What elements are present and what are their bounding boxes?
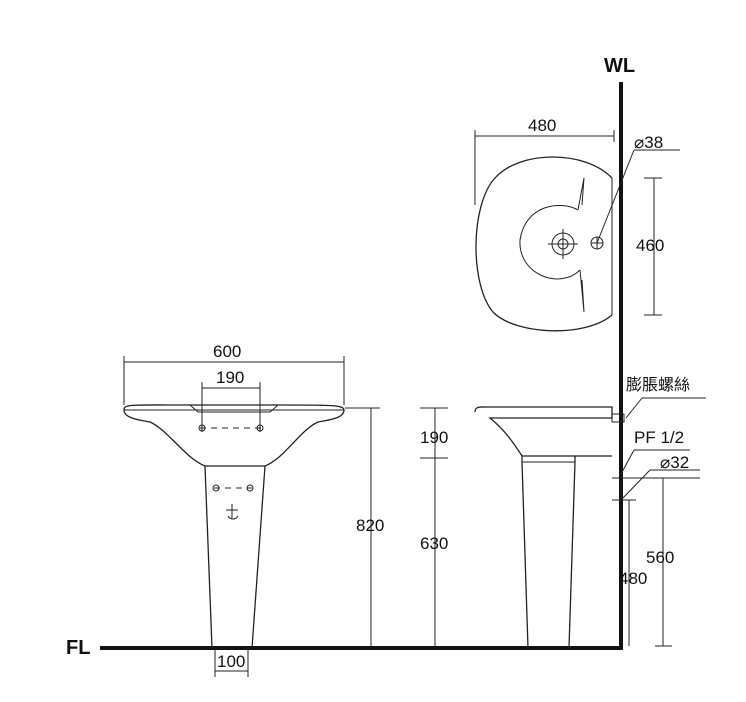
front-view-pedestal-bolt-right (246, 484, 254, 492)
supply-thread-label: PF 1/2 (634, 428, 684, 447)
dim-overall-height-label: 820 (356, 516, 384, 535)
front-view-basin (123, 404, 345, 467)
dim-basin-height-label: 190 (420, 428, 448, 447)
side-view-anchor-bolt (611, 413, 625, 423)
dim-top-depth-label: 460 (636, 236, 664, 255)
top-view-rim-right (579, 269, 585, 313)
anchor-bolt-leader (625, 397, 643, 419)
wall-line-label: WL (604, 55, 635, 77)
drain-dia-label: ⌀32 (660, 453, 689, 472)
dim-supply-height-label: 480 (619, 569, 647, 588)
front-view-deck (189, 404, 279, 413)
top-view-bowl (519, 204, 581, 280)
tap-hole-label: ⌀38 (634, 133, 663, 152)
dim-base-label: 100 (217, 652, 245, 671)
front-view-pedestal-bolt-left (212, 484, 220, 492)
top-view-basin-outline (475, 156, 613, 332)
supply-thread-leader (620, 449, 635, 475)
side-view: 190 630 膨脹螺絲 PF 1/2 ⌀32 560 480 (420, 375, 706, 649)
dim-drain-height-label: 560 (646, 548, 674, 567)
dim-basin-width-label: 600 (213, 342, 241, 361)
side-view-basin (474, 406, 613, 457)
dim-top-width-label: 480 (528, 116, 556, 135)
dim-pedestal-height-label: 630 (420, 534, 448, 553)
front-view-pedestal (204, 465, 266, 649)
dim-tap-spacing-label: 190 (216, 368, 244, 387)
front-view-drain-symbol (226, 504, 239, 520)
top-view-rim-left (577, 177, 585, 211)
top-view: 480 460 ⌀38 (474, 116, 680, 332)
anchor-bolt-note: 膨脹螺絲 (626, 375, 690, 394)
drain-dia-leader (620, 469, 651, 501)
front-view: 600 190 820 100 (123, 342, 384, 677)
floor-line-label: FL (66, 637, 90, 659)
tap-hole-leader (596, 149, 635, 244)
side-view-pedestal (521, 456, 576, 649)
